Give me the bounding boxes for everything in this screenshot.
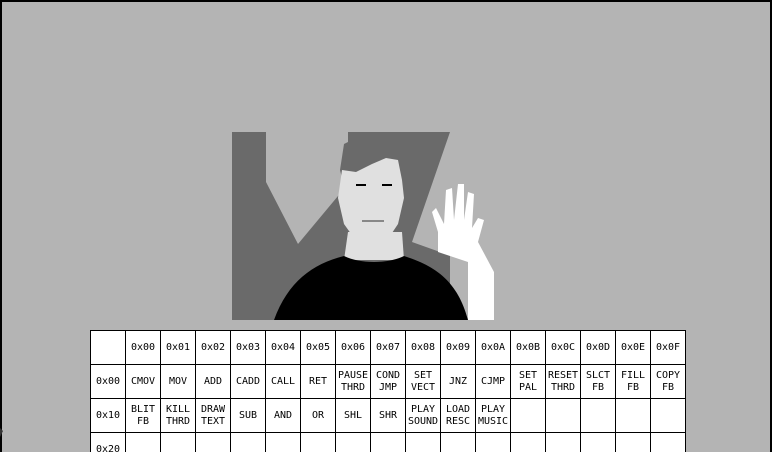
- person-hair: [340, 134, 412, 186]
- person-right-eye: [382, 184, 392, 186]
- column-header: 0x0D: [580, 330, 616, 365]
- opcode-cell: OR: [300, 398, 336, 433]
- video-frame: [232, 132, 494, 320]
- opcode-cell: CMOV: [125, 364, 161, 399]
- column-header: 0x04: [265, 330, 301, 365]
- column-header: 0x02: [195, 330, 231, 365]
- opcode-cell: [650, 398, 686, 433]
- person-face: [338, 158, 404, 240]
- opcode-cell: RESET THRD: [545, 364, 581, 399]
- row-header: 0x20: [90, 432, 126, 452]
- opcode-cell: BLIT FB: [125, 398, 161, 433]
- row-header: 0x00: [90, 364, 126, 399]
- opcode-cell: SLCT FB: [580, 364, 616, 399]
- person-waving-hand: [432, 184, 494, 320]
- person-left-eye: [356, 184, 366, 186]
- opcode-cell: LOAD RESC: [440, 398, 476, 433]
- opcode-cell: SET PAL: [510, 364, 546, 399]
- opcode-cell: [475, 432, 511, 452]
- opcode-cell: AND: [265, 398, 301, 433]
- opcode-cell: [545, 398, 581, 433]
- opcode-cell: [440, 432, 476, 452]
- opcode-cell: SET VECT: [405, 364, 441, 399]
- column-header: 0x00: [125, 330, 161, 365]
- opcode-cell: PLAY SOUND: [405, 398, 441, 433]
- opcode-cell: COPY FB: [650, 364, 686, 399]
- opcode-cell: [510, 432, 546, 452]
- column-header: 0x03: [230, 330, 266, 365]
- column-header: 0x0C: [545, 330, 581, 365]
- opcode-cell: [230, 432, 266, 452]
- person-mouth: [362, 220, 384, 222]
- waving-person-image: [232, 132, 494, 320]
- column-header: 0x0E: [615, 330, 651, 365]
- frame-cutout-left: [266, 132, 348, 244]
- column-header: 0x09: [440, 330, 476, 365]
- opcode-cell: CALL: [265, 364, 301, 399]
- opcode-cell: JNZ: [440, 364, 476, 399]
- column-header: 0x0F: [650, 330, 686, 365]
- opcode-cell: SHR: [370, 398, 406, 433]
- opcode-cell: PLAY MUSIC: [475, 398, 511, 433]
- opcode-cell: COND JMP: [370, 364, 406, 399]
- row-header: 0x10: [90, 398, 126, 433]
- opcode-cell: SHL: [335, 398, 371, 433]
- opcode-cell: KILL THRD: [160, 398, 196, 433]
- opcode-cell: [615, 432, 651, 452]
- opcode-cell: [580, 432, 616, 452]
- opcode-cell: RET: [300, 364, 336, 399]
- column-header: 0x05: [300, 330, 336, 365]
- opcode-cell: [405, 432, 441, 452]
- column-header: 0x0B: [510, 330, 546, 365]
- opcode-cell: MOV: [160, 364, 196, 399]
- opcode-cell: PAUSE THRD: [335, 364, 371, 399]
- opcode-cell: [335, 432, 371, 452]
- person-neck: [344, 232, 404, 260]
- opcode-cell: [615, 398, 651, 433]
- person-shirt: [274, 256, 468, 320]
- opcode-cell: [370, 432, 406, 452]
- opcode-cell: [300, 432, 336, 452]
- opcode-cell: [265, 432, 301, 452]
- opcode-cell: DRAW TEXT: [195, 398, 231, 433]
- opcode-cell: FILL FB: [615, 364, 651, 399]
- opcode-cell: [545, 432, 581, 452]
- opcode-cell: CJMP: [475, 364, 511, 399]
- table-row: 0x20: [90, 432, 686, 452]
- opcode-cell: CADD: [230, 364, 266, 399]
- opcode-cell: ADD: [195, 364, 231, 399]
- column-header: 0x07: [370, 330, 406, 365]
- opcode-cell: [650, 432, 686, 452]
- opcode-cell: SUB: [230, 398, 266, 433]
- opcode-cell: [125, 432, 161, 452]
- opcode-cell: [580, 398, 616, 433]
- mouse-cursor-icon: [0, 428, 3, 437]
- opcode-cell: [160, 432, 196, 452]
- opcode-cell: [510, 398, 546, 433]
- table-corner-cell: [90, 330, 126, 365]
- column-header: 0x0A: [475, 330, 511, 365]
- column-header: 0x06: [335, 330, 371, 365]
- column-header: 0x01: [160, 330, 196, 365]
- column-header: 0x08: [405, 330, 441, 365]
- opcode-cell: [195, 432, 231, 452]
